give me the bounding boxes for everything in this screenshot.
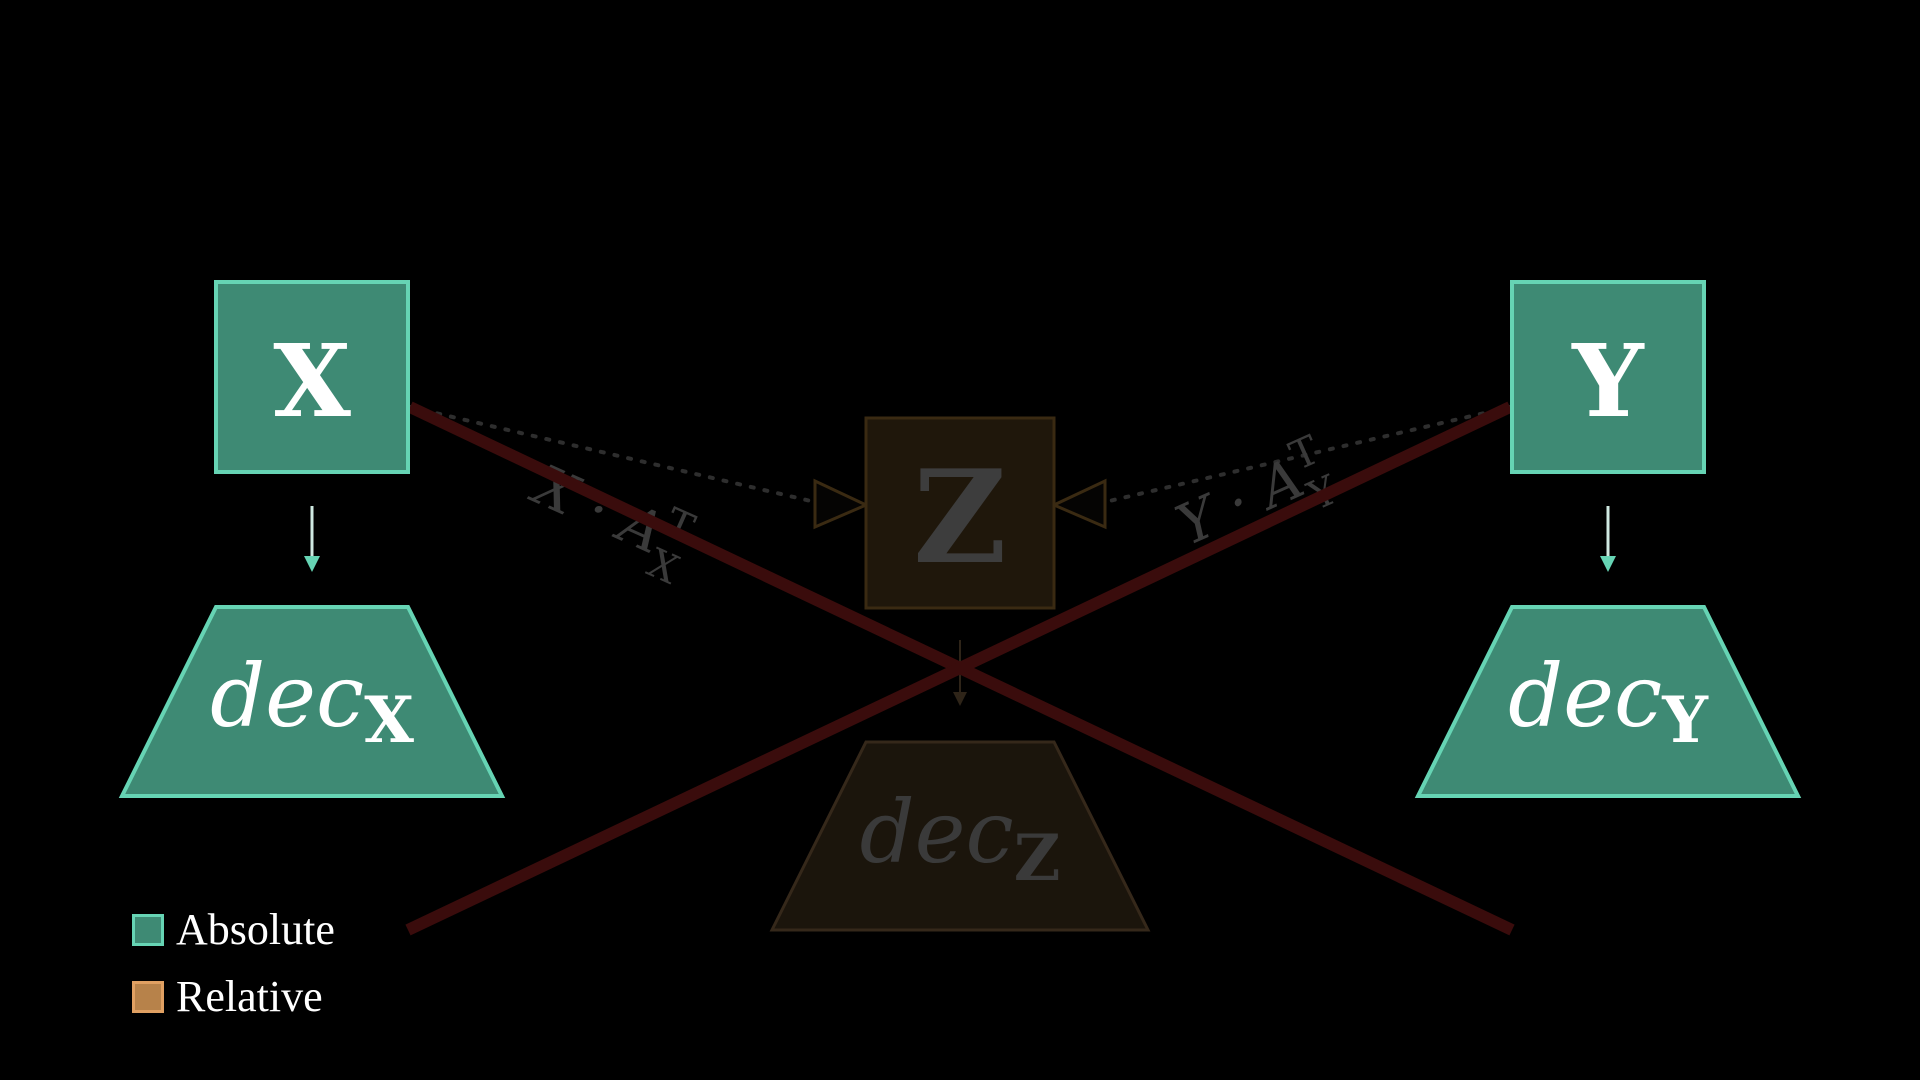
arrow-z-head-icon xyxy=(953,692,967,706)
node-y-label: Y xyxy=(1571,322,1645,440)
arrow-x-head-icon xyxy=(304,556,320,572)
decoder-z-shape xyxy=(769,740,1151,932)
decoder-z-label: decZ xyxy=(860,783,1061,896)
node-x-box xyxy=(214,280,410,474)
connector-y-to-z xyxy=(1103,405,1512,504)
node-y-box xyxy=(1510,280,1706,474)
decoder-z-subscript: Z xyxy=(1014,821,1061,896)
node-z-label: Z xyxy=(913,443,1006,593)
decoder-y-shape xyxy=(1414,605,1802,798)
legend-relative-label: Relative xyxy=(176,972,323,1021)
decoder-y-base: dec xyxy=(1508,647,1662,747)
node-x-label: X xyxy=(273,322,351,440)
legend-absolute-label: Absolute xyxy=(176,905,335,954)
decoder-x-base: dec xyxy=(210,647,364,747)
legend-absolute-swatch xyxy=(132,913,164,946)
decoder-y-subscript: Y xyxy=(1661,683,1709,758)
arrowhead-into-z-right-icon xyxy=(1050,478,1107,530)
legend-relative: Relative xyxy=(132,971,323,1022)
decoder-x-label: decX xyxy=(210,647,414,758)
node-z-box xyxy=(864,416,1056,610)
edge-label-y-base: Y · A xyxy=(1167,446,1313,559)
cross-line-up xyxy=(405,401,1513,936)
decoder-z-base: dec xyxy=(860,783,1014,883)
connector-x-to-z xyxy=(408,405,817,504)
legend-relative-swatch xyxy=(132,980,164,1013)
legend-absolute: Absolute xyxy=(132,904,335,955)
decoder-x-subscript: X xyxy=(364,683,414,758)
decoder-x-shape xyxy=(118,605,506,798)
arrowhead-into-z-left-icon xyxy=(813,478,870,530)
decoder-y-label: decY xyxy=(1508,647,1709,758)
arrow-y-head-icon xyxy=(1600,556,1616,572)
